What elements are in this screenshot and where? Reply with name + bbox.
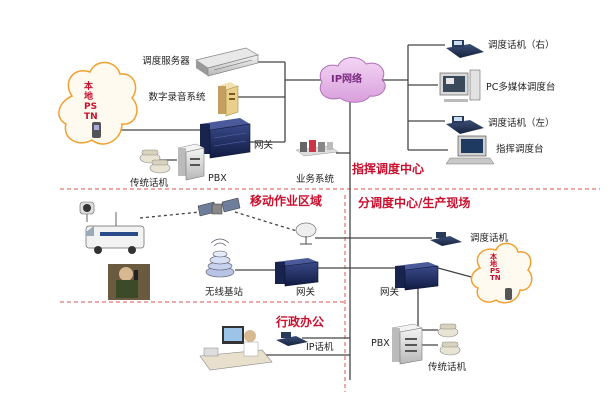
- gateway-sub-icon: [395, 262, 439, 291]
- legacy-phone-center-icon: [139, 149, 171, 174]
- pc-console-icon: [439, 69, 481, 102]
- phone-right-icon: [446, 40, 484, 58]
- pbx-center-icon: [177, 143, 205, 181]
- ip-phone-label: IP话机: [306, 342, 334, 353]
- zone-dividers: [60, 188, 600, 392]
- ip-phone-icon: [276, 332, 308, 346]
- zone-mobile-area: 移动作业区域: [250, 194, 323, 208]
- wireless-base-station-icon: [205, 238, 235, 278]
- gateway-sub-label: 网关: [380, 287, 400, 298]
- wireless-bs-label: 无线基站: [205, 287, 244, 298]
- gateway-center-icon: [200, 118, 251, 159]
- ip-cloud-icon: [319, 57, 386, 103]
- gateway-mobile-label: 网关: [296, 287, 316, 298]
- business-system-label: 业务系统: [296, 174, 335, 185]
- dispatch-server-label: 调度服务器: [142, 56, 190, 67]
- pbx-center-label: PBX: [208, 173, 227, 184]
- zone-sub-center: 分调度中心/生产现场: [358, 196, 471, 210]
- pstn-cloud-left-icon: [58, 61, 138, 145]
- phone-sub-icon: [430, 232, 462, 246]
- links: [120, 44, 476, 380]
- pbx-sub-label: PBX: [371, 338, 390, 349]
- satellite-icon: [197, 197, 241, 217]
- pstn-right-label: 本地PSTN: [490, 253, 501, 282]
- gateway-center-label: 网关: [254, 140, 274, 151]
- satellite-dish-icon: [295, 222, 317, 245]
- phone-left-label: 调度话机（左）: [488, 118, 555, 129]
- legacy-phone-sub-icon: [437, 323, 461, 356]
- office-worker-icon: [199, 326, 273, 371]
- field-worker-icon: [108, 264, 150, 300]
- link-gw-pstn2: [437, 267, 476, 279]
- command-console-icon: [445, 135, 495, 165]
- phone-right-label: 调度话机（右）: [488, 40, 555, 51]
- legacy-phone-center-label: 传统话机: [130, 178, 169, 189]
- gateway-mobile-icon: [275, 258, 319, 287]
- pbx-sub-icon: [391, 323, 423, 365]
- command-console-label: 指挥调度台: [496, 144, 544, 155]
- zone-command-center: 指挥调度中心: [352, 162, 425, 176]
- zone-admin-office: 行政办公: [276, 315, 325, 329]
- phone-left-icon: [446, 116, 484, 134]
- business-system-icon: [295, 140, 339, 157]
- dispatch-server-icon: [195, 47, 259, 77]
- recorder-label: 数字录音系统: [148, 92, 206, 103]
- camera-icon: [79, 201, 95, 222]
- pstn-left-label: 本地PSTN: [84, 82, 98, 122]
- legacy-phone-sub-label: 传统话机: [428, 362, 467, 373]
- van-icon: [85, 212, 145, 254]
- phone-sub-label: 调度话机: [470, 233, 509, 244]
- link-van-sat: [139, 211, 201, 219]
- pc-console-label: PC多媒体调度台: [486, 82, 556, 93]
- recorder-icon: [218, 82, 239, 117]
- ip-cloud-label: IP网络: [331, 74, 363, 85]
- pstn-cloud-right-icon: [470, 242, 533, 304]
- link-sat-dish: [234, 211, 301, 233]
